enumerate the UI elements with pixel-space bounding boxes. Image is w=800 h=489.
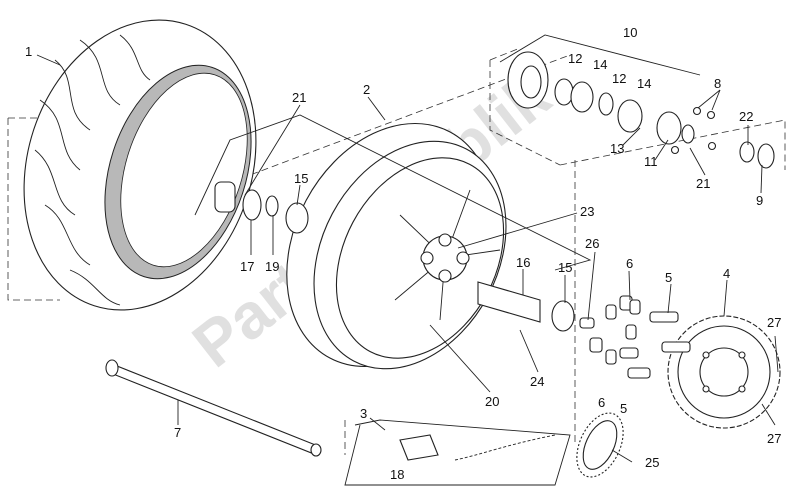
tone-ring-part	[576, 412, 624, 478]
sprocket-carrier-part	[499, 34, 775, 169]
tyre-part	[23, 19, 257, 311]
callout-2: 2	[363, 82, 370, 97]
callout-15a: 15	[294, 171, 308, 186]
callout-15b: 15	[558, 260, 572, 275]
callout-5a: 5	[665, 270, 672, 285]
callout-20: 20	[485, 394, 499, 409]
callout-17: 17	[240, 259, 254, 274]
callout-1: 1	[25, 44, 32, 59]
sprocket-part	[667, 315, 781, 429]
studs-nuts-part	[589, 295, 691, 379]
spacer-part	[477, 281, 595, 332]
callout-7: 7	[174, 425, 181, 440]
callout-23: 23	[580, 204, 594, 219]
callout-16: 16	[516, 255, 530, 270]
leader-lines	[36, 54, 779, 463]
callout-21b: 21	[696, 176, 710, 191]
callout-19: 19	[265, 259, 279, 274]
callout-27a: 27	[767, 315, 781, 330]
callout-14a: 14	[593, 57, 607, 72]
wheel-rim-part	[286, 122, 507, 370]
callout-labels: 1 2 3 4 5 5 6 6 7 8 9 10 11 12 12 13 14 …	[25, 25, 781, 482]
chain-part	[344, 419, 571, 486]
callout-12a: 12	[568, 51, 582, 66]
left-bearings-part	[194, 114, 592, 271]
callout-12b: 12	[612, 71, 626, 86]
callout-3: 3	[360, 406, 367, 421]
callout-9: 9	[756, 193, 763, 208]
callout-6b: 6	[598, 395, 605, 410]
callout-18: 18	[390, 467, 404, 482]
callout-5b: 5	[620, 401, 627, 416]
callout-27b: 27	[767, 431, 781, 446]
callout-21a: 21	[292, 90, 306, 105]
callout-4: 4	[723, 266, 730, 281]
callout-13: 13	[610, 141, 624, 156]
callout-10: 10	[623, 25, 637, 40]
callout-24: 24	[530, 374, 544, 389]
callout-14b: 14	[637, 76, 651, 91]
callout-8: 8	[714, 76, 721, 91]
callout-25: 25	[645, 455, 659, 470]
callout-22: 22	[739, 109, 753, 124]
callout-26: 26	[585, 236, 599, 251]
axle-part	[105, 359, 322, 457]
callout-6a: 6	[626, 256, 633, 271]
callout-11: 11	[644, 154, 658, 169]
